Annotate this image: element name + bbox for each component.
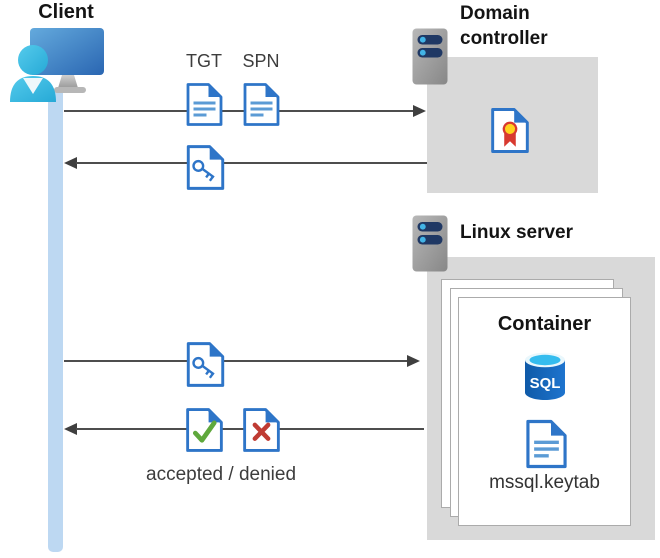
monitor-stand <box>58 75 78 88</box>
tgt-label: TGT <box>186 51 222 71</box>
arrow-left-icon <box>64 157 77 169</box>
user-head <box>18 45 48 75</box>
x-document-icon <box>243 408 280 452</box>
container-card <box>458 297 631 526</box>
sql-badge-text: SQL <box>530 375 561 392</box>
server-icon <box>412 28 448 85</box>
key-document-icon <box>186 342 225 387</box>
arrow-client-to-dc-line <box>64 110 414 112</box>
arrow-client-to-linux-line <box>64 360 408 362</box>
keytab-filename: mssql.keytab <box>489 472 600 493</box>
spn-label: SPN <box>242 51 280 71</box>
result-label: accepted / denied <box>146 464 297 485</box>
server-icon <box>412 215 448 272</box>
domain-controller-title: Domain controller <box>460 3 548 49</box>
certificate-document-icon <box>491 108 529 153</box>
client-label: Client <box>38 1 94 23</box>
key-document-icon <box>186 145 225 190</box>
check-document-icon <box>186 408 223 452</box>
linux-server-title: Linux server <box>460 222 573 243</box>
sql-database-icon: SQL <box>525 352 565 400</box>
spn-document-icon <box>243 83 280 126</box>
user-at-monitor-icon <box>10 28 104 102</box>
user-collar <box>23 78 43 94</box>
arrow-right-icon <box>407 355 420 367</box>
container-title: Container <box>497 313 592 335</box>
monitor-base <box>54 87 86 93</box>
arrow-dc-to-client-line <box>76 162 427 164</box>
arrow-right-icon <box>413 105 426 117</box>
arrow-left-icon <box>64 423 77 435</box>
client-lifeline <box>48 90 63 552</box>
tgt-document-icon <box>186 83 223 126</box>
keytab-document-icon <box>526 419 567 469</box>
monitor-screen <box>30 28 104 75</box>
